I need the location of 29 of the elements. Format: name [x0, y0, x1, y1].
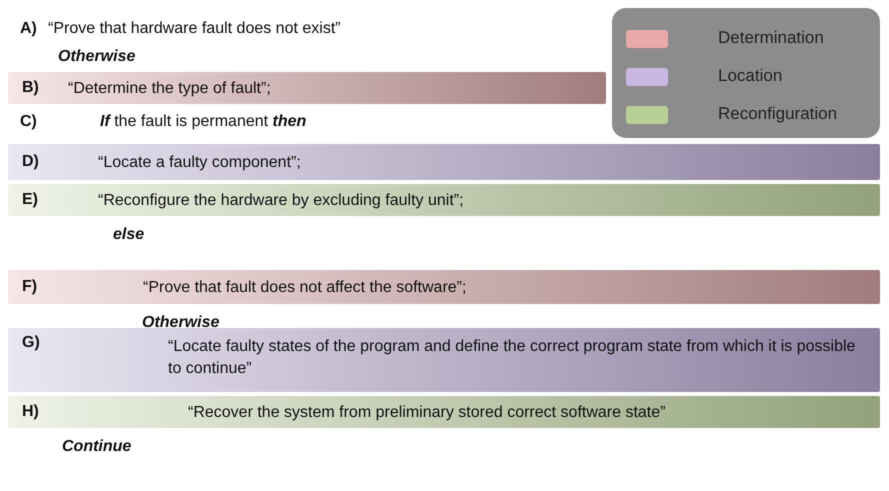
step-band: [8, 396, 880, 428]
legend-label: Determination: [718, 28, 824, 48]
step-letter: G): [22, 334, 40, 352]
step-band: [8, 270, 880, 304]
step-band: [8, 184, 880, 216]
step-band: [8, 328, 880, 392]
condition-text: If the fault is permanent then: [100, 113, 306, 131]
keyword: Otherwise: [142, 314, 220, 332]
step-letter: E): [22, 191, 38, 209]
step-letter: D): [22, 153, 39, 171]
step-letter: H): [22, 403, 39, 421]
keyword: Otherwise: [58, 48, 136, 66]
step-band: [8, 144, 880, 180]
step-text: “Locate a faulty component”;: [98, 153, 302, 173]
step-text: “Determine the type of fault”;: [68, 79, 272, 99]
step-text: “Prove that fault does not affect the software”;: [143, 278, 468, 298]
step-letter: C): [20, 113, 37, 131]
step-letter: A): [20, 20, 37, 38]
step-text: “Locate faulty states of the program and define the correct program state from which it is possible to continue”: [168, 337, 856, 379]
keyword: else: [113, 226, 144, 244]
quoted-statement: “Prove that hardware fault does not exist”: [48, 20, 341, 38]
step-band: [8, 72, 606, 104]
step-letter: B): [22, 79, 39, 97]
step-text: “Recover the system from preliminary stored correct software state”: [188, 403, 666, 423]
keyword: Continue: [62, 438, 132, 456]
step-text: “Reconfigure the hardware by excluding faulty unit”;: [98, 191, 465, 211]
legend-label: Reconfiguration: [718, 104, 838, 124]
step-letter: F): [22, 278, 38, 296]
legend-label: Location: [718, 66, 782, 86]
